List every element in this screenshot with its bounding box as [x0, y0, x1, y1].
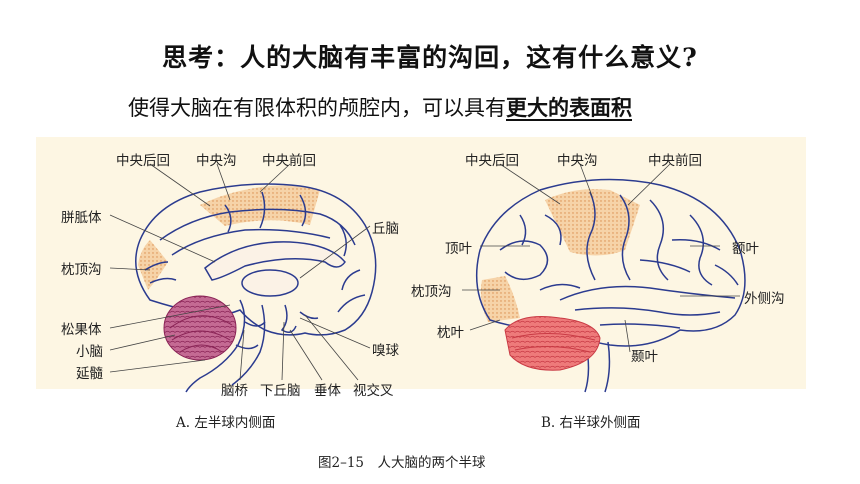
- label-a-central-sulcus: 中央沟: [196, 153, 237, 169]
- label-b-parietal: 顶叶: [445, 241, 472, 257]
- label-b-occipital: 枕叶: [437, 325, 464, 341]
- brain-b-central-shade: [545, 189, 640, 256]
- label-b-central-pre: 中央前回: [648, 153, 702, 169]
- brain-a-thalamus: [241, 269, 299, 297]
- label-a-central-post: 中央后回: [116, 153, 170, 169]
- label-a-cerebellum: 小脑: [76, 344, 103, 360]
- brain-b-occipital-shade: [480, 276, 520, 322]
- figure-caption: 图2–15 人大脑的两个半球: [318, 455, 486, 471]
- brain-b-central-sulcus: [586, 191, 596, 281]
- label-a-pituitary: 垂体: [314, 383, 341, 399]
- brain-a-corpus-callosum: [204, 241, 346, 281]
- brain-a-brainstem: [185, 299, 266, 393]
- label-a-parieto-occipital: 枕顶沟: [61, 262, 102, 278]
- label-b-central-sulcus: 中央沟: [557, 153, 598, 169]
- label-a-thalamus: 丘脑: [372, 221, 399, 237]
- label-b-lateral-sulcus: 外侧沟: [744, 291, 785, 307]
- brain-a-cerebellum: [163, 295, 237, 361]
- label-b-temporal: 颞叶: [631, 349, 658, 365]
- label-a-optic-chiasm: 视交叉: [353, 383, 394, 399]
- label-a-central-pre: 中央前回: [262, 153, 316, 169]
- brain-a-leader-lines: [109, 163, 371, 381]
- brain-a-drawing: [135, 183, 377, 393]
- caption-b: B. 右半球外侧面: [541, 415, 641, 431]
- label-a-pons: 脑桥: [221, 383, 248, 399]
- caption-a: A. 左半球内侧面: [176, 415, 276, 431]
- answer-prefix: 使得大脑在有限体积的颅腔内，可以具有: [128, 96, 506, 120]
- brain-a-outline: [135, 183, 377, 336]
- label-b-central-post: 中央后回: [465, 153, 519, 169]
- label-a-olfactory-bulb: 嗅球: [372, 343, 399, 359]
- label-a-hypothalamus: 下丘脑: [260, 383, 301, 399]
- answer-line: 使得大脑在有限体积的颅腔内，可以具有更大的表面积: [128, 92, 632, 122]
- label-a-corpus-callosum: 胼胝体: [61, 210, 102, 226]
- label-b-parieto-occipital: 枕顶沟: [411, 284, 452, 300]
- brain-b-leader-lines: [462, 163, 740, 353]
- answer-highlight: 更大的表面积: [506, 95, 632, 120]
- label-a-medulla: 延髓: [76, 366, 103, 382]
- brain-b-lateral-sulcus: [559, 285, 736, 301]
- brain-b-drawing: [475, 178, 746, 393]
- label-a-pineal: 松果体: [61, 322, 102, 338]
- label-b-frontal: 额叶: [732, 241, 759, 257]
- brain-b-cerebellum: [504, 316, 601, 371]
- question-title: 思考：人的大脑有丰富的沟回，这有什么意义?: [162, 43, 698, 72]
